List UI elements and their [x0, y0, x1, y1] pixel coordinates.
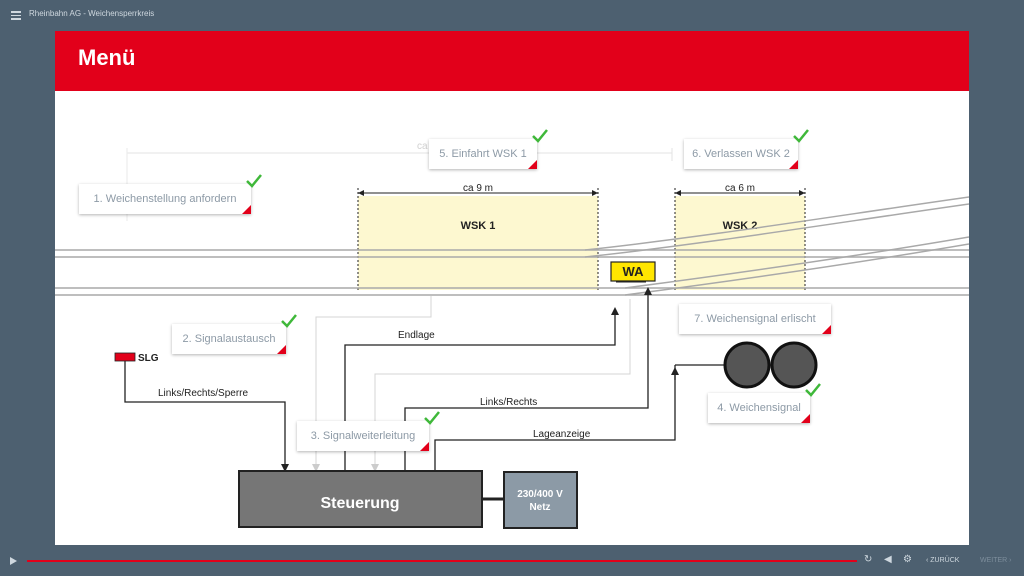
- step-card-2[interactable]: 2. Signalaustausch: [172, 314, 297, 354]
- power-net-label: Netz: [529, 502, 550, 513]
- checkmark-icon: [793, 129, 809, 143]
- top-bar: Rheinbahn AG - Weichensperrkreis: [0, 0, 1024, 30]
- corner-marker: [242, 205, 251, 214]
- corner-marker: [801, 414, 810, 423]
- checkmark-icon: [281, 314, 297, 328]
- wsk1-label: WSK 1: [461, 220, 496, 232]
- hamburger-menu-icon[interactable]: [11, 11, 21, 20]
- replay-icon[interactable]: ↻: [864, 554, 873, 565]
- wsk1-dimension: ca 9 m: [357, 183, 599, 290]
- links-rechts-sperre-label: Links/Rechts/Sperre: [158, 388, 248, 399]
- step-2-label: 2. Signalaustausch: [182, 333, 276, 345]
- wsk2-length-label: ca 6 m: [725, 183, 755, 194]
- step-3-label: 3. Signalweiterleitung: [310, 430, 416, 442]
- volume-icon[interactable]: ◀: [884, 554, 892, 565]
- corner-marker: [528, 160, 537, 169]
- steuerung-label: Steuerung: [320, 495, 399, 512]
- step-card-7[interactable]: 7. Weichensignal erlischt: [679, 304, 831, 334]
- next-label: WEITER: [980, 557, 1008, 564]
- power-voltage-label: 230/400 V: [517, 489, 563, 500]
- app-title: Rheinbahn AG - Weichensperrkreis: [29, 9, 155, 18]
- step-6-label: 6. Verlassen WSK 2: [692, 148, 790, 160]
- tracks: [55, 196, 969, 296]
- links-rechts-label: Links/Rechts: [480, 397, 537, 408]
- lageanzeige-label: Lageanzeige: [533, 429, 591, 440]
- corner-marker: [822, 325, 831, 334]
- step-4-label: 4. Weichensignal: [717, 402, 801, 414]
- slg-label: SLG: [138, 353, 159, 364]
- checkmark-icon: [805, 383, 821, 397]
- progress-bar[interactable]: [27, 560, 857, 562]
- line-links-rechts-sperre: [124, 361, 289, 472]
- line-links-rechts: [404, 287, 652, 471]
- back-button[interactable]: ‹ ZURÜCK: [926, 557, 960, 564]
- wsk1-length-label: ca 9 m: [463, 183, 493, 194]
- wa-indicator: WA: [610, 261, 656, 283]
- play-icon[interactable]: [10, 557, 17, 565]
- slide-title: Menü: [78, 45, 136, 70]
- corner-marker: [420, 442, 429, 451]
- player-bar: ↻ ◀ ⚙ ‹ ZURÜCK WEITER ›: [0, 548, 1024, 576]
- steuerung-box: Steuerung: [238, 470, 483, 528]
- corner-marker: [789, 160, 798, 169]
- wsk2-dimension: ca 6 m: [674, 183, 806, 290]
- back-label: ZURÜCK: [930, 557, 960, 564]
- step-5-label: 5. Einfahrt WSK 1: [439, 148, 527, 160]
- step-card-5[interactable]: 5. Einfahrt WSK 1: [429, 129, 548, 169]
- step-card-6[interactable]: 6. Verlassen WSK 2: [684, 129, 809, 169]
- settings-gear-icon[interactable]: ⚙: [903, 554, 912, 565]
- weichensperrkreis-diagram: ca ca 9 m ca 6 m WSK 1 WSK 2: [55, 141, 969, 529]
- step-1-label: 1. Weichenstellung anfordern: [93, 193, 237, 205]
- slide-header: Menü: [55, 31, 969, 91]
- line-lageanzeige: [434, 367, 679, 471]
- next-button[interactable]: WEITER ›: [980, 557, 1012, 564]
- checkmark-icon: [532, 129, 548, 143]
- corner-marker: [277, 345, 286, 354]
- faint-length-label: ca: [417, 141, 428, 152]
- step-card-3[interactable]: 3. Signalweiterleitung: [297, 411, 440, 451]
- step-7-label: 7. Weichensignal erlischt: [694, 313, 816, 325]
- step-card-1[interactable]: 1. Weichenstellung anfordern: [79, 174, 262, 214]
- slide-canvas: Menü ca ca 9 m: [55, 31, 969, 545]
- weichensignal-lamps: [723, 341, 818, 389]
- slg-device: SLG: [114, 352, 159, 364]
- step-card-4[interactable]: 4. Weichensignal: [708, 383, 821, 423]
- endlage-label: Endlage: [398, 330, 435, 341]
- wsk1-zone: [358, 196, 598, 290]
- checkmark-icon: [246, 174, 262, 188]
- power-supply-box: 230/400 V Netz: [503, 471, 578, 529]
- checkmark-icon: [424, 411, 440, 425]
- line-endlage: [344, 307, 619, 471]
- wa-label: WA: [623, 264, 645, 279]
